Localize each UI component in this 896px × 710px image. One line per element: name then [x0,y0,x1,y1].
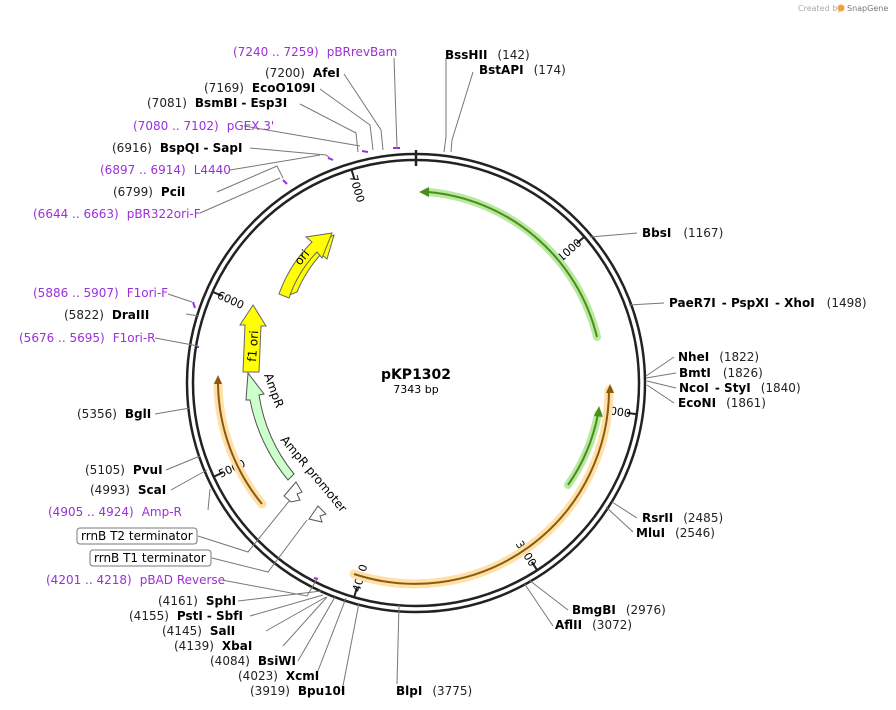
site-label-pbr322ori-f: (6644 .. 6663)pBR322ori-F [33,207,201,221]
site-label-l4440: (6897 .. 6914)L4440 [100,163,231,177]
orange-feature-right [353,389,610,585]
ampr-label: AmpR [261,371,286,409]
site-label-bsshii: BssHII(142) [445,48,530,62]
site-label-ecoo109i: (7169)EcoO109I [204,81,315,95]
ampr-promoter-arrow-icon [283,481,303,503]
site-label-pbrrevbam: (7240 .. 7259)pBRrevBam [233,45,397,59]
site-label-pbad-reverse: (4201 .. 4218)pBAD Reverse [46,573,225,587]
site-label-pcii: (6799)PciI [113,185,185,199]
site-label-bsiwi: (4084)BsiWI [210,654,296,668]
site-label-pvui: (5105)PvuI [85,463,163,477]
site-label-scai: (4993)ScaI [90,483,166,497]
credit-brand: SnapGene [847,4,888,13]
site-label-psti: (4155)PstI- SbfI [129,609,243,623]
site-label-paer7i: PaeR7I- PspXI- XhoI(1498) [669,296,867,310]
site-label-f1ori-f: (5886 .. 5907)F1ori-F [33,286,168,300]
rrnb-t1-box [89,549,212,567]
site-label-pgex3: (7080 .. 7102)pGEX 3' [133,119,274,133]
site-label-sphi: (4161)SphI [158,594,236,608]
site-label-blpi: BlpI(3775) [396,684,472,698]
plasmid-name: pKP1302 [381,367,451,383]
site-label-nhei: NheI(1822) [678,350,759,364]
features: ori f1 ori AmpR AmpR promoter [192,147,614,589]
site-label-bmgbi: BmgBI(2976) [572,603,666,617]
credit: Created by SnapGene [798,4,888,13]
site-label-sali: (4145)SalI [162,624,235,638]
tick-mark-7000 [350,169,356,180]
plasmid-length: 7343 bp [393,383,438,396]
leader-lines [154,57,677,692]
site-label-bgli: (5356)BglI [77,407,151,421]
backbone [185,150,647,614]
site-labels: (7240 .. 7259)pBRrevBam (7200)AfeI (7169… [19,45,867,698]
site-label-bmti: BmtI(1826) [679,366,763,380]
site-label-bsmbi: (7081)BsmBI- Esp3I [147,96,287,110]
tick-mark-2000 [626,411,637,416]
orange-feature-left [217,383,263,505]
site-label-ncoi: NcoI- StyI(1840) [679,381,801,395]
site-label-f1ori-r: (5676 .. 5695)F1ori-R [19,331,156,345]
tick-mark-1000 [576,236,586,245]
f1ori-label: f1 ori [245,330,261,362]
site-label-bspqi: (6916)BspQI- SapI [112,141,242,155]
site-label-rsrii: RsrII(2485) [642,511,723,525]
site-label-aflii: AflII(3072) [555,618,632,632]
site-label-econi: EcoNI(1861) [678,396,766,410]
site-label-mlui: MluI(2546) [636,526,715,540]
tick-mark-5000 [213,471,224,478]
green-feature-1 [427,191,598,338]
green-feature-2-arrowhead-icon [594,406,603,417]
site-label-xcmi: (4023)XcmI [238,669,319,683]
site-label-amp-r: (4905 .. 4924)Amp-R [48,505,182,519]
tick-mark-4000 [353,587,358,598]
orange-feature-right-arrowhead-icon [606,384,614,393]
primer-markers [192,147,400,580]
site-label-bbsi: BbsI(1167) [642,226,723,240]
tick-label-7000: 7000 [347,174,368,205]
site-label-xbai: (4139)XbaI [174,639,252,653]
site-label-rrnb-t2: rrnB T2 terminator [81,529,193,543]
tick-mark-3000 [530,561,539,571]
ori-arrow-body [278,232,333,299]
green-feature-2 [567,413,599,486]
green-feature-1-arrowhead-icon [419,187,429,197]
snapgene-logo-icon [837,4,845,12]
site-label-bpu10i: (3919)Bpu10I [250,684,345,698]
orange-feature-left-arrowhead-icon [214,375,222,384]
site-label-rrnb-t1: rrnB T1 terminator [94,551,206,565]
credit-prefix: Created by [798,4,842,13]
f1ori-arrow [239,304,267,373]
small-arrow-icon [308,505,327,523]
tick-mark-6000 [212,290,223,297]
rrnb-t2-box [76,527,198,545]
ampr-arrow [245,371,295,481]
site-label-afei: (7200)AfeI [265,66,340,80]
site-label-draiii: (5822)DraIII [64,308,149,322]
tick-label-6000: 6000 [215,289,246,312]
site-label-bstapi: BstAPI(174) [479,63,566,77]
